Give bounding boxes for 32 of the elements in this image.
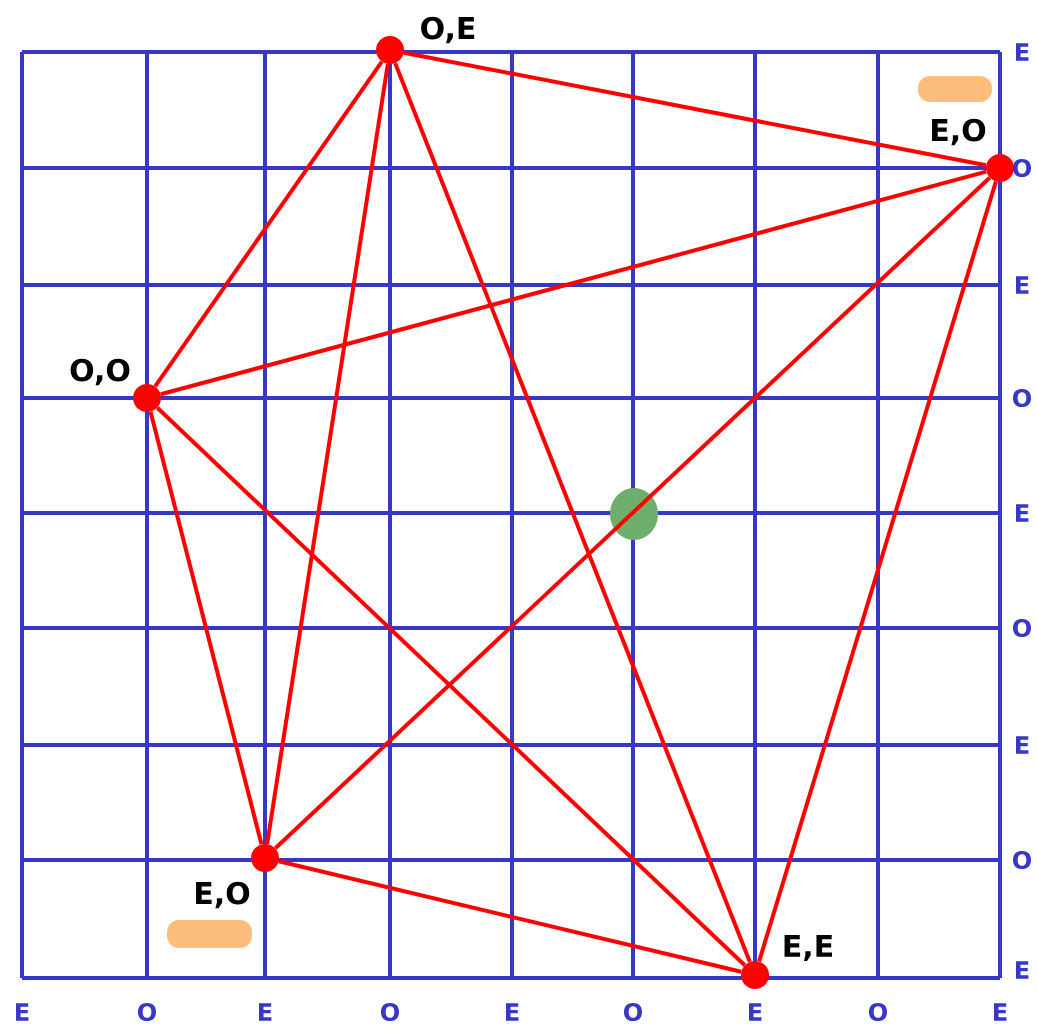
line [153, 60, 384, 388]
line [393, 62, 752, 963]
axis-label: E [259, 1003, 272, 1021]
line [274, 176, 991, 850]
line [278, 859, 742, 974]
point-label: O,E [421, 16, 475, 44]
point-label: O,O [70, 358, 130, 386]
axis-label: O [624, 1002, 642, 1022]
axis-label: E [16, 1003, 29, 1021]
axis-label: O [138, 1002, 156, 1022]
axis-label: O [1013, 850, 1031, 870]
line [265, 63, 390, 845]
line [148, 411, 264, 845]
axis-label: E [1016, 504, 1029, 522]
line [757, 181, 998, 962]
point-label: E,O [932, 118, 986, 146]
point-label: E,O [196, 881, 250, 909]
axis-label: O [1013, 618, 1031, 638]
axis-label: O [1013, 158, 1031, 178]
axis-label: O [1013, 388, 1031, 408]
axis-label: E [1016, 43, 1029, 61]
line [155, 406, 747, 967]
axis-label: E [1016, 961, 1029, 979]
line [160, 169, 987, 397]
point-label: E,E [784, 934, 832, 962]
axis-label: E [506, 1003, 519, 1021]
axis-label: E [1016, 276, 1029, 294]
axis-label: E [1016, 736, 1029, 754]
line [403, 50, 987, 168]
axis-label: O [869, 1002, 887, 1022]
axis-label: E [994, 1003, 1007, 1021]
axis-label: O [381, 1002, 399, 1022]
